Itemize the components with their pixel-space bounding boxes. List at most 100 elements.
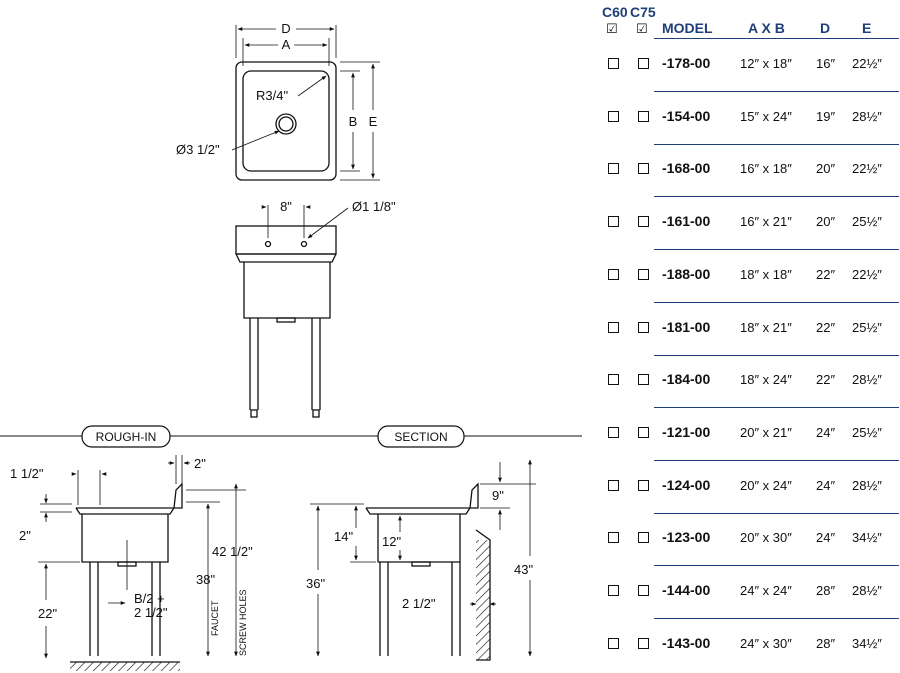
dim-d-value: 22″ (816, 266, 836, 282)
model-number: -154-00 (662, 107, 711, 124)
c60-checkbox[interactable] (608, 479, 619, 491)
table-row: -124-00 20″ x 24″ 24″ 28½″ (600, 461, 900, 514)
dim-e-value: 28½″ (852, 108, 882, 124)
dim-ab-value: 18″ x 24″ (740, 372, 792, 388)
row-rule (654, 91, 899, 92)
model-number: -144-00 (662, 582, 711, 598)
label-faucet: FAUCET (210, 600, 220, 636)
dim-ab-value: 18″ x 18″ (740, 266, 792, 282)
c75-checkbox[interactable] (638, 374, 649, 386)
dim-d-value: 28″ (816, 583, 836, 598)
column-e: E (862, 20, 872, 36)
section-title: SECTION (394, 430, 447, 444)
dim-ab-value: 20″ x 24″ (740, 477, 792, 493)
section-view (310, 459, 536, 661)
c60-checkbox[interactable] (608, 637, 619, 649)
dim-faucet-holes: Ø1 1/8" (352, 199, 396, 214)
dim-height-top: 42 1/2" (212, 544, 253, 559)
c60-checkbox[interactable] (608, 110, 619, 122)
dim-inner-depth: 12" (382, 534, 401, 549)
c75-checkbox[interactable] (638, 321, 649, 333)
dim-e-value: 28½″ (852, 583, 882, 598)
row-rule (654, 565, 899, 567)
front-view (235, 205, 349, 418)
c75-checkbox[interactable] (638, 585, 649, 596)
rough-in-title: ROUGH-IN (96, 430, 157, 444)
dim-d-value: 22″ (816, 372, 836, 388)
model-number: -161-00 (662, 213, 711, 230)
c60-checkbox[interactable] (608, 268, 619, 280)
dim-d-value: 24″ (816, 424, 836, 440)
check-c75-icon: ☑ (636, 21, 648, 36)
c75-checkbox[interactable] (638, 426, 649, 438)
row-rule (654, 512, 899, 514)
c60-checkbox[interactable] (608, 374, 619, 386)
dim-ab-value: 24″ x 24″ (740, 583, 792, 598)
c75-checkbox[interactable] (638, 110, 649, 122)
series-c75-label: C75 (630, 4, 656, 20)
c60-checkbox[interactable] (608, 426, 619, 438)
dim-a: A (282, 37, 291, 52)
column-ab: A X B (748, 20, 785, 36)
c75-checkbox[interactable] (638, 163, 649, 175)
dim-b: B (349, 114, 358, 129)
c60-checkbox[interactable] (608, 532, 619, 544)
c60-checkbox[interactable] (608, 321, 619, 333)
c60-checkbox[interactable] (608, 216, 619, 228)
dim-d-value: 20″ (816, 214, 836, 230)
dim-splash-height: 9" (492, 488, 504, 503)
c60-checkbox[interactable] (608, 163, 619, 175)
dim-e: E (369, 114, 378, 129)
dim-ab-value: 20″ x 21″ (740, 424, 792, 440)
check-c60-icon: ☑ (606, 21, 618, 36)
c60-checkbox[interactable] (608, 585, 619, 596)
dim-e-value: 25½″ (852, 319, 882, 335)
model-number: -184-00 (662, 371, 711, 388)
c75-checkbox[interactable] (638, 637, 649, 649)
row-rule (654, 143, 899, 145)
model-number: -188-00 (662, 265, 711, 282)
column-model: MODEL (662, 20, 713, 36)
row-rule (654, 407, 899, 409)
dim-splash-thickness: 2" (194, 456, 206, 471)
dim-wall-gap: 2 1/2" (402, 596, 436, 611)
label-screw-holes: SCREW HOLES (238, 589, 248, 656)
row-rule (654, 618, 899, 619)
c60-checkbox[interactable] (608, 58, 619, 69)
dim-e-value: 28½″ (852, 477, 882, 493)
model-number: -124-00 (662, 476, 711, 493)
wall-hatch (476, 540, 490, 660)
c75-checkbox[interactable] (638, 479, 649, 491)
dim-ab-value: 16″ x 21″ (740, 214, 792, 230)
dim-ab-value: 20″ x 30″ (740, 530, 792, 546)
header-rule (654, 38, 899, 39)
dim-d-value: 24″ (816, 477, 836, 493)
dim-e-value: 22½″ (852, 266, 882, 282)
dim-e-value: 25½″ (852, 214, 882, 230)
series-c60-label: C60 (602, 4, 628, 20)
table-row: -161-00 16″ x 21″ 20″ 25½″ (600, 197, 900, 251)
row-rule (654, 196, 899, 198)
c75-checkbox[interactable] (638, 268, 649, 280)
c75-checkbox[interactable] (638, 216, 649, 228)
c75-checkbox[interactable] (638, 532, 649, 544)
dim-ab-value: 12″ x 18″ (740, 56, 792, 71)
table-row: -188-00 18″ x 18″ 22″ 22½″ (600, 250, 900, 303)
dim-d-value: 22″ (816, 319, 836, 335)
c75-checkbox[interactable] (638, 58, 649, 69)
dim-height-rim: 38" (196, 572, 215, 587)
dim-drain-diameter: Ø3 1/2" (176, 142, 220, 157)
model-number: -143-00 (662, 634, 711, 651)
row-rule (654, 249, 899, 251)
dim-e-value: 22½″ (852, 56, 882, 71)
dim-d-value: 24″ (816, 530, 836, 546)
